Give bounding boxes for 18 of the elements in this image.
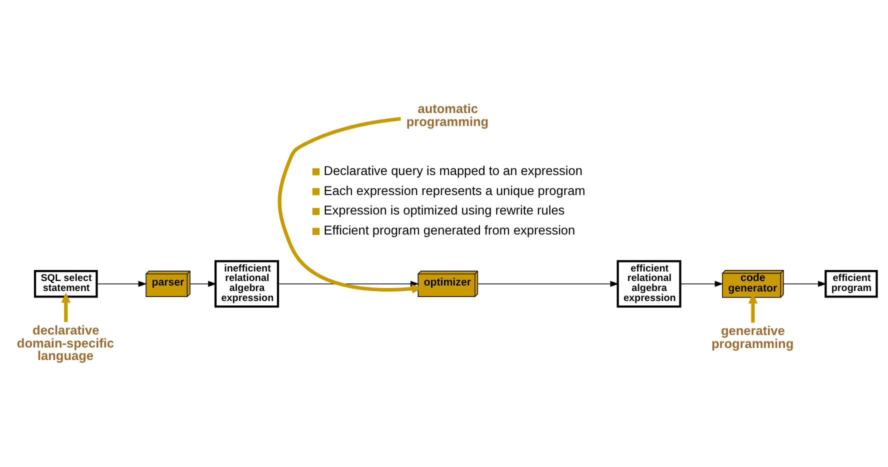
node-text: generative programming bbox=[711, 323, 794, 351]
arrow bbox=[61, 292, 70, 322]
node-text: automatic programming bbox=[406, 101, 489, 129]
node-box: efficient relational algebra expression bbox=[616, 260, 682, 308]
label: Efficient program generated from expression bbox=[324, 222, 576, 238]
arrow bbox=[783, 280, 827, 287]
label: Each expression represents a unique program bbox=[324, 182, 586, 198]
arrow bbox=[96, 280, 147, 287]
node-box: efficient program bbox=[824, 270, 878, 298]
arrow bbox=[680, 280, 724, 287]
node-text: declarative domain-specific language bbox=[16, 322, 114, 364]
arrow bbox=[190, 280, 217, 287]
arrow bbox=[278, 280, 420, 287]
arrow bbox=[478, 280, 619, 287]
label: Expression is optimized using rewrite rules bbox=[324, 202, 565, 218]
node-box: inefficient relational algebra expression bbox=[214, 260, 280, 308]
node-box: SQL select statement bbox=[34, 270, 98, 298]
label: Declarative query is mapped to an expression bbox=[324, 162, 582, 178]
